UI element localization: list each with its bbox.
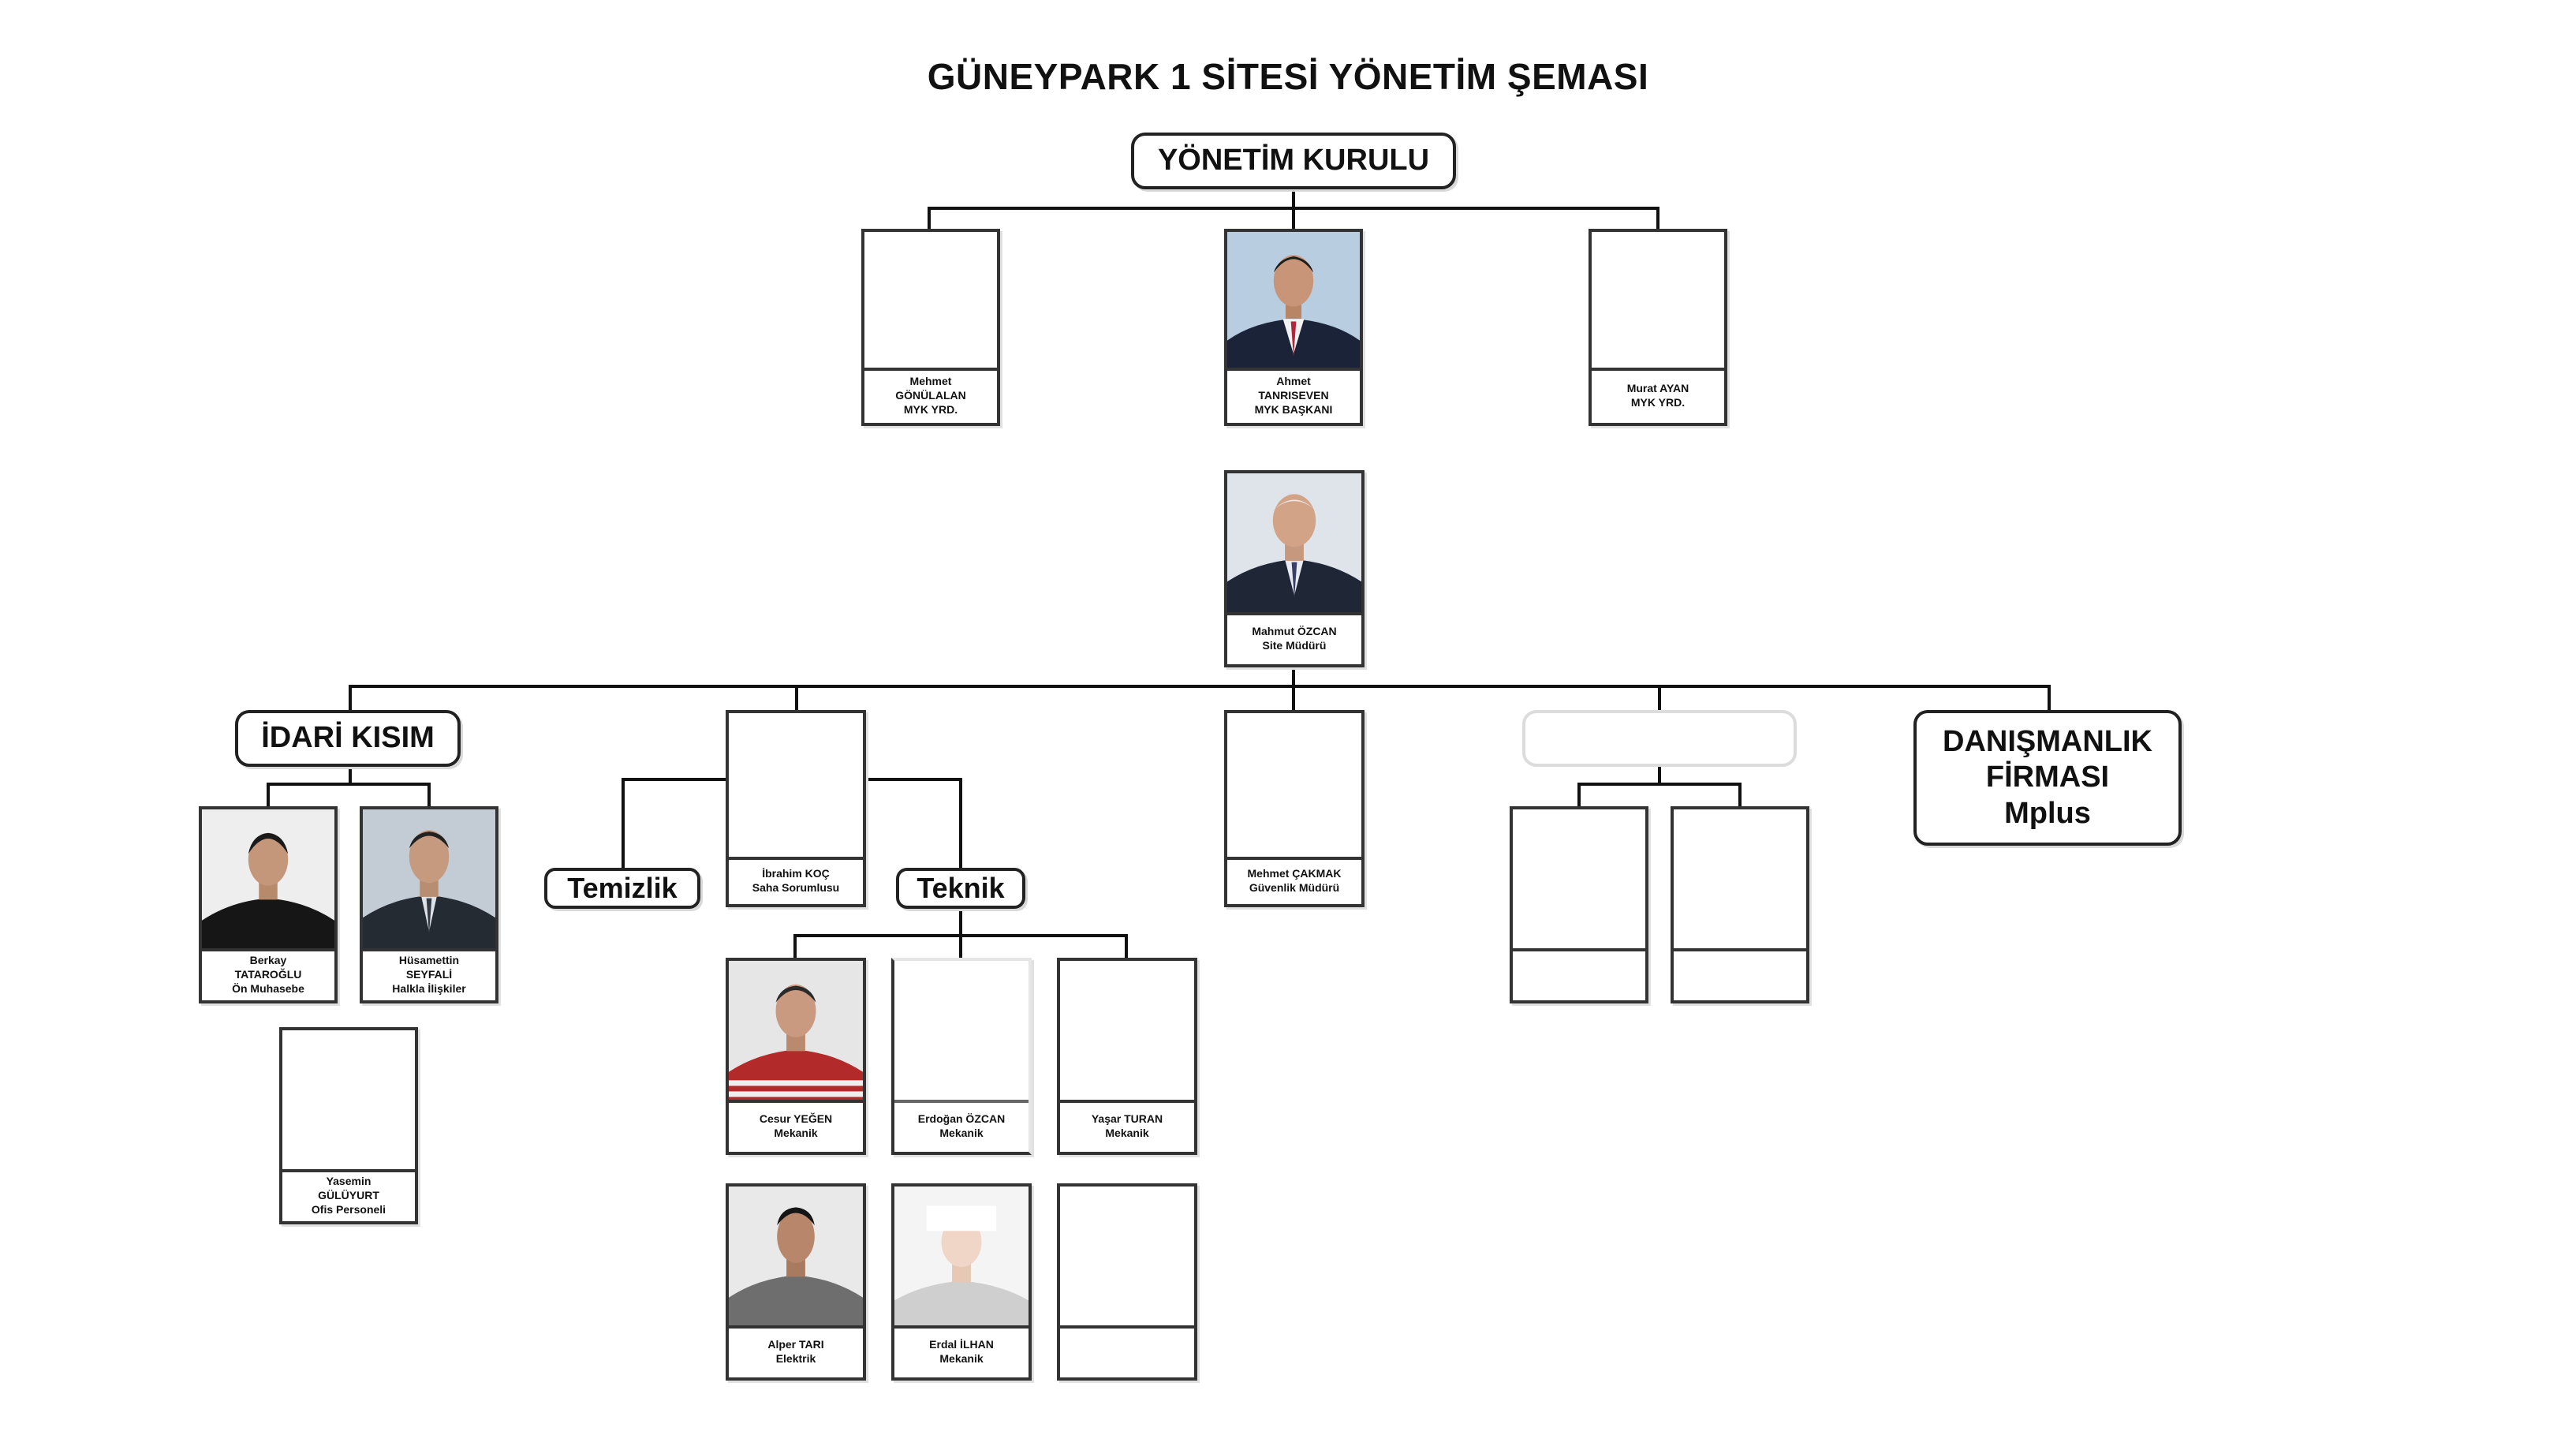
person-photo — [1227, 473, 1361, 615]
card-yasar-turan: Yaşar TURAN Mekanik — [1057, 958, 1197, 1155]
person-photo — [363, 809, 495, 951]
card-erdal-ilhan: Erdal İLHAN Mekanik — [891, 1183, 1032, 1381]
person-photo — [1227, 232, 1360, 371]
card-husamettin-seyfali: Hüsamettin SEYFALİ Halkla İlişkiler — [360, 806, 498, 1003]
person-photo — [894, 1187, 1029, 1329]
card-ibrahim-koc: İbrahim KOÇ Saha Sorumlusu — [726, 710, 866, 907]
card-mehmet-gonulalan: Mehmet GÖNÜLALAN MYK YRD. — [861, 229, 1000, 426]
card-label: Erdal İLHAN Mekanik — [929, 1337, 994, 1365]
card-label: Berkay TATAROĞLU Ön Muhasebe — [232, 953, 304, 996]
card-label: Yasemin GÜLÜYURT Ofis Personeli — [311, 1174, 386, 1216]
person-photo — [729, 1187, 863, 1329]
empty-photo — [282, 1030, 415, 1172]
consulting-line1: DANIŞMANLIK — [1943, 724, 2152, 758]
card-label: Cesur YEĞEN Mekanik — [759, 1112, 833, 1139]
cleaning-header-label: Temizlik — [567, 872, 678, 905]
empty-photo — [1060, 961, 1194, 1103]
card-label: Mehmet GÖNÜLALAN MYK YRD. — [895, 374, 966, 417]
admin-header-label: İDARİ KISIM — [261, 721, 435, 755]
board-header: YÖNETİM KURULU — [1131, 133, 1456, 189]
card-label: Mehmet ÇAKMAK Güvenlik Müdürü — [1247, 866, 1342, 894]
empty-photo — [1674, 809, 1806, 951]
card-berkay-tataroglu: Berkay TATAROĞLU Ön Muhasebe — [199, 806, 338, 1003]
blurred-header — [1522, 710, 1797, 767]
card-label: Ahmet TANRISEVEN MYK BAŞKANI — [1254, 374, 1333, 417]
card-label: Hüsamettin SEYFALİ Halkla İlişkiler — [392, 953, 466, 996]
card-label: Alper TARI Elektrik — [767, 1337, 824, 1365]
empty-photo — [729, 713, 863, 860]
chart-title: GÜNEYPARK 1 SİTESİ YÖNETİM ŞEMASI — [927, 56, 1649, 97]
card-mahmut-ozcan: Mahmut ÖZCAN Site Müdürü — [1224, 470, 1365, 667]
card-label: Mahmut ÖZCAN Site Müdürü — [1252, 624, 1337, 652]
card-blank-right — [1671, 806, 1809, 1003]
board-header-label: YÖNETİM KURULU — [1157, 144, 1430, 178]
empty-photo — [1227, 713, 1361, 860]
card-yasemin-guluyurt: Yasemin GÜLÜYURT Ofis Personeli — [279, 1027, 418, 1224]
empty-photo — [1060, 1187, 1194, 1329]
consulting-line2: FİRMASI — [1985, 761, 2110, 794]
consulting-firm-header: DANIŞMANLIK FİRMASI Mplus — [1913, 710, 2182, 846]
card-blank-left — [1510, 806, 1648, 1003]
technical-header-label: Teknik — [917, 872, 1005, 905]
empty-photo — [1592, 232, 1724, 371]
card-murat-ayan: Murat AYAN MYK YRD. — [1589, 229, 1727, 426]
empty-photo — [1513, 809, 1645, 951]
empty-photo — [894, 961, 1029, 1103]
card-label — [1674, 948, 1806, 1000]
consulting-line3: Mplus — [2004, 796, 2091, 830]
person-photo — [202, 809, 334, 951]
card-label: Yaşar TURAN Mekanik — [1091, 1112, 1163, 1139]
card-ahmet-tanriseven: Ahmet TANRISEVEN MYK BAŞKANI — [1224, 229, 1363, 426]
technical-header: Teknik — [896, 868, 1025, 909]
card-cesur-yegen: Cesur YEĞEN Mekanik — [726, 958, 866, 1155]
card-label: Erdoğan ÖZCAN Mekanik — [917, 1112, 1006, 1139]
card-label — [1060, 1325, 1194, 1377]
card-label: Murat AYAN MYK YRD. — [1626, 381, 1689, 409]
empty-photo — [864, 232, 997, 371]
card-alper-tari: Alper TARI Elektrik — [726, 1183, 866, 1381]
admin-header: İDARİ KISIM — [235, 710, 461, 767]
card-mehmet-cakmak: Mehmet ÇAKMAK Güvenlik Müdürü — [1224, 710, 1365, 907]
card-label — [1513, 948, 1645, 1000]
card-blank-technical — [1057, 1183, 1197, 1381]
card-label: İbrahim KOÇ Saha Sorumlusu — [752, 866, 840, 894]
cleaning-header: Temizlik — [544, 868, 700, 909]
card-erdogan-ozcan: Erdoğan ÖZCAN Mekanik — [891, 958, 1032, 1155]
person-photo — [729, 961, 863, 1103]
